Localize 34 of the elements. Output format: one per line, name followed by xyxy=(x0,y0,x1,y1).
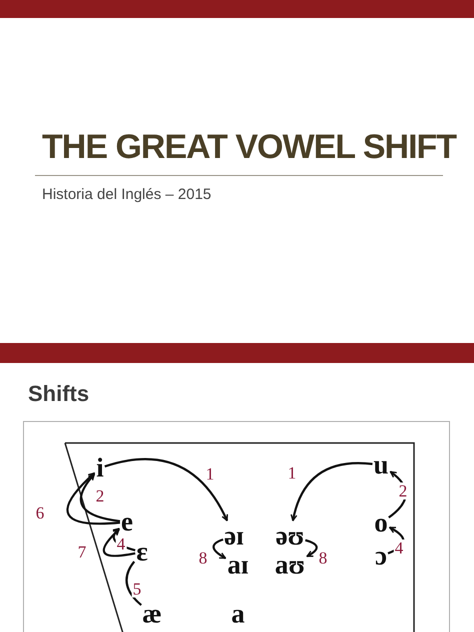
subtitle: Historia del Inglés – 2015 xyxy=(42,186,212,203)
vowel-symbol: ɛ xyxy=(136,538,148,566)
vowel-symbol: i xyxy=(96,454,104,482)
edge-label: 5 xyxy=(132,580,142,598)
vowel-symbol: əʊ xyxy=(276,522,304,550)
curved-arrow xyxy=(290,462,373,522)
curved-arrow xyxy=(212,538,226,560)
section-heading: Shifts xyxy=(28,381,90,407)
vowel-symbol: aɪ xyxy=(227,552,249,578)
edge-label: 7 xyxy=(76,544,88,560)
curved-arrow xyxy=(80,474,120,522)
edge-label: 2 xyxy=(94,488,106,504)
edge-label: 4 xyxy=(116,536,126,552)
vowel-symbol: æ xyxy=(142,600,162,628)
vowel-symbol: aʊ xyxy=(274,552,306,578)
vowel-symbol: əɪ xyxy=(224,522,244,550)
curved-arrow xyxy=(388,526,404,554)
edge-label: 6 xyxy=(34,504,46,522)
vowel-symbol: e xyxy=(121,508,133,536)
edge-label: 8 xyxy=(198,550,208,566)
edge-label: 4 xyxy=(394,540,404,556)
edge-label: 2 xyxy=(398,482,408,500)
slide-title: THE GREAT VOWEL SHIFT xyxy=(42,128,456,167)
edge-label: 1 xyxy=(286,464,298,482)
vowel-symbol: o xyxy=(374,510,388,536)
curved-arrow xyxy=(104,458,228,522)
vowel-symbol: ɔ xyxy=(375,542,387,570)
edge-label: 8 xyxy=(318,550,328,566)
vowel-symbol: u xyxy=(373,452,389,478)
curved-arrow xyxy=(66,472,120,525)
curved-arrow xyxy=(305,539,318,558)
curved-arrow xyxy=(102,528,136,557)
edge-label: 1 xyxy=(204,466,216,482)
vowel-symbol: a xyxy=(231,600,245,628)
